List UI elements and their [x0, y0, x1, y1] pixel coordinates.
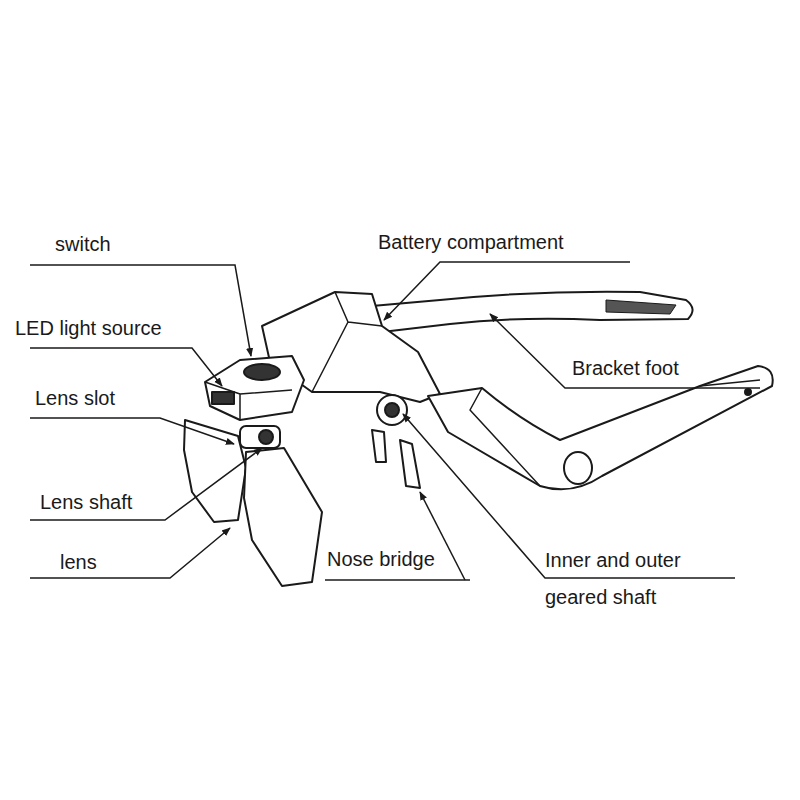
led — [212, 392, 234, 404]
part-label: Lens shaft — [40, 490, 132, 514]
far-arm — [372, 292, 693, 332]
light-edge — [205, 382, 292, 420]
nose-pad — [400, 440, 420, 488]
leader-line — [490, 314, 760, 388]
lens-right — [244, 448, 322, 586]
leader-line — [30, 348, 222, 386]
switch-button — [244, 364, 280, 380]
grip — [606, 300, 676, 314]
part-label: Lens slot — [35, 386, 115, 410]
leader-line — [30, 265, 251, 356]
arm-dot — [745, 389, 751, 395]
leader-line — [30, 448, 262, 520]
part-label: Inner and outer geared shaft — [545, 542, 725, 616]
nose-pad — [372, 430, 386, 462]
leader-line — [325, 579, 470, 581]
part-label: lens — [60, 550, 97, 574]
leader-lines — [30, 262, 760, 580]
housing-edge — [312, 292, 382, 392]
arm-edge — [470, 380, 760, 486]
gear-hub — [385, 403, 399, 417]
shaft-end — [259, 430, 273, 444]
light-head — [205, 356, 304, 420]
part-label: LED light source — [15, 316, 162, 340]
part-label: Bracket foot — [572, 356, 679, 380]
part-label: Nose bridge — [327, 547, 435, 571]
lens-shaft — [240, 426, 280, 448]
gear — [377, 395, 407, 425]
arm-joint — [564, 452, 592, 484]
part-label: switch — [55, 232, 111, 256]
leader-line — [30, 528, 230, 578]
near-arm — [428, 366, 773, 489]
magnifier-glasses — [184, 292, 773, 586]
part-label: Battery compartment — [378, 230, 564, 254]
lens-left — [184, 420, 246, 522]
leader-line — [384, 262, 630, 320]
leader-line — [30, 418, 234, 444]
